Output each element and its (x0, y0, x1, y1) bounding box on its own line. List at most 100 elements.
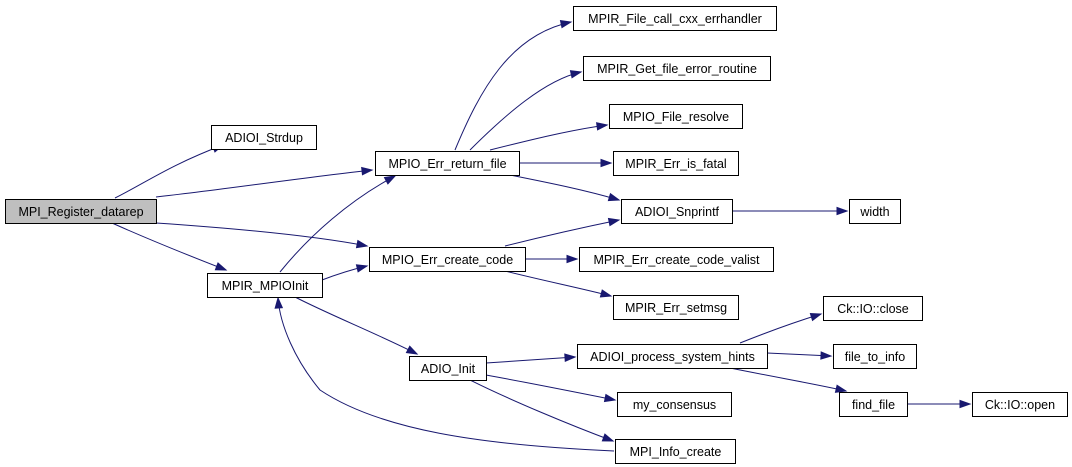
node-mpio-file-resolve[interactable]: MPIO_File_resolve (609, 104, 743, 129)
edge-mpi_register_datarep-to-mpio_err_create_code (155, 222, 369, 249)
arrowhead-icon (607, 217, 621, 227)
node-box (609, 104, 743, 129)
node-box (823, 296, 923, 321)
node-box (207, 273, 323, 298)
arrowhead-icon (355, 264, 369, 273)
node-adioi-snprintf[interactable]: ADIOI_Snprintf (621, 199, 733, 224)
node-mpir-mpioinit[interactable]: MPIR_MPIOInit (207, 273, 323, 298)
edge-adioi_process_system_hints-to-file_to_info (766, 351, 833, 360)
edge-mpio_err_create_code-to-mpir_err_create_code_valist (525, 254, 579, 264)
node-box (613, 295, 739, 320)
arrowhead-icon (569, 70, 583, 79)
node-label: find_file (852, 398, 895, 412)
call-edges (111, 19, 972, 452)
edge-mpi_register_datarep-to-adioi_strdup (114, 144, 225, 199)
node-mpir-get-file-error-routine[interactable]: MPIR_Get_file_error_routine (583, 56, 771, 81)
node-mpir-err-setmsg[interactable]: MPIR_Err_setmsg (613, 295, 739, 320)
node-box (613, 151, 739, 176)
node-box (573, 6, 777, 31)
node-label: ADIO_Init (421, 362, 476, 376)
edge-adioi_snprintf-to-width (731, 206, 849, 216)
node-mpi-register-datarep: MPI_Register_datarep (5, 199, 157, 224)
arrowhead-icon (599, 289, 613, 298)
edge-mpio_err_return_file-to-mpio_file_resolve (489, 122, 609, 151)
edge-mpir_mpioinit-to-adio_init (294, 296, 419, 355)
function-nodes: MPI_Register_datarep ADIOI_StrdupMPIO_Err… (5, 6, 1068, 464)
node-label: file_to_info (845, 350, 906, 364)
node-box (369, 247, 526, 272)
arrowhead-icon (836, 206, 849, 216)
node-box (621, 199, 733, 224)
node-label: Ck::IO::open (985, 398, 1055, 412)
edge-mpir_mpioinit-to-mpio_err_create_code (321, 264, 369, 281)
node-mpi-info-create[interactable]: MPI_Info_create (615, 439, 736, 464)
arrowhead-icon (355, 239, 369, 249)
node-label: MPI_Register_datarep (18, 205, 143, 219)
node-box (409, 356, 487, 381)
node-box (5, 199, 157, 224)
node-mpio-err-return-file[interactable]: MPIO_Err_return_file (375, 151, 520, 176)
arrowhead-icon (600, 158, 613, 168)
arrowhead-icon (959, 399, 972, 409)
node-box (577, 344, 768, 369)
node-label: Ck::IO::close (837, 302, 909, 316)
edge-mpio_err_return_file-to-mpir_err_is_fatal (519, 158, 613, 168)
node-adioi-strdup[interactable]: ADIOI_Strdup (211, 125, 317, 150)
node-box (839, 392, 908, 417)
node-adio-init[interactable]: ADIO_Init (409, 356, 487, 381)
node-label: MPIO_Err_create_code (382, 253, 513, 267)
node-box (972, 392, 1068, 417)
edge-mpi_register_datarep-to-mpio_err_return_file (155, 166, 374, 198)
edge-adio_init-to-my_consensus (485, 374, 617, 403)
edge-find_file-to-ck_io_open (906, 399, 972, 409)
node-my-consensus[interactable]: my_consensus (617, 392, 732, 417)
node-box (833, 344, 917, 369)
arrowhead-icon (383, 175, 397, 185)
node-label: my_consensus (633, 398, 716, 412)
arrowhead-icon (559, 19, 573, 29)
arrowhead-icon (834, 384, 848, 393)
node-label: MPIR_Err_setmsg (625, 301, 727, 315)
arrowhead-icon (405, 345, 419, 355)
node-find-file[interactable]: find_file (839, 392, 908, 417)
node-label: ADIOI_Strdup (225, 131, 303, 145)
arrowhead-icon (596, 122, 609, 131)
arrowhead-icon (601, 433, 615, 442)
node-ck-io-close[interactable]: Ck::IO::close (823, 296, 923, 321)
node-box (579, 247, 774, 272)
node-box (615, 439, 736, 464)
edge-adio_init-to-adioi_process_system_hints (485, 353, 577, 364)
arrowhead-icon (820, 351, 833, 360)
node-file-to-info[interactable]: file_to_info (833, 344, 917, 369)
node-label: width (859, 205, 889, 219)
node-box (211, 125, 317, 150)
edge-mpir_mpioinit-to-mpio_err_return_file (279, 175, 397, 273)
node-box (849, 199, 901, 224)
node-label: MPIR_MPIOInit (222, 279, 309, 293)
node-label: MPIO_File_resolve (623, 110, 729, 124)
arrowhead-icon (274, 296, 284, 309)
edge-mpio_err_create_code-to-adioi_snprintf (504, 217, 621, 247)
node-label: MPIO_Err_return_file (388, 157, 506, 171)
edge-adioi_process_system_hints-to-ck_io_close (739, 312, 823, 344)
node-label: MPIR_Get_file_error_routine (597, 62, 757, 76)
node-mpir-err-is-fatal[interactable]: MPIR_Err_is_fatal (613, 151, 739, 176)
node-width[interactable]: width (849, 199, 901, 224)
edge-mpio_err_return_file-to-mpir_get_file_error_routine (469, 70, 583, 151)
edge-mpi_info_create-to-mpir_mpioinit (274, 296, 615, 452)
node-label: MPIR_Err_create_code_valist (593, 253, 760, 267)
node-ck-io-open[interactable]: Ck::IO::open (972, 392, 1068, 417)
node-mpio-err-create-code[interactable]: MPIO_Err_create_code (369, 247, 526, 272)
arrowhead-icon (361, 166, 374, 176)
arrowhead-icon (566, 254, 579, 264)
edge-mpio_err_return_file-to-mpir_file_call_cxx_errhandler (454, 19, 573, 151)
node-label: MPIR_File_call_cxx_errhandler (588, 12, 762, 26)
arrowhead-icon (607, 192, 621, 202)
node-mpir-err-create-code-valist[interactable]: MPIR_Err_create_code_valist (579, 247, 774, 272)
node-mpir-file-call-cxx-errhandler[interactable]: MPIR_File_call_cxx_errhandler (573, 6, 777, 31)
edge-mpi_register_datarep-to-mpir_mpioinit (111, 222, 228, 271)
edge-mpio_err_return_file-to-adioi_snprintf (509, 174, 621, 202)
arrowhead-icon (214, 262, 228, 271)
node-adioi-process-system-hints[interactable]: ADIOI_process_system_hints (577, 344, 768, 369)
node-label: ADIOI_Snprintf (635, 205, 720, 219)
